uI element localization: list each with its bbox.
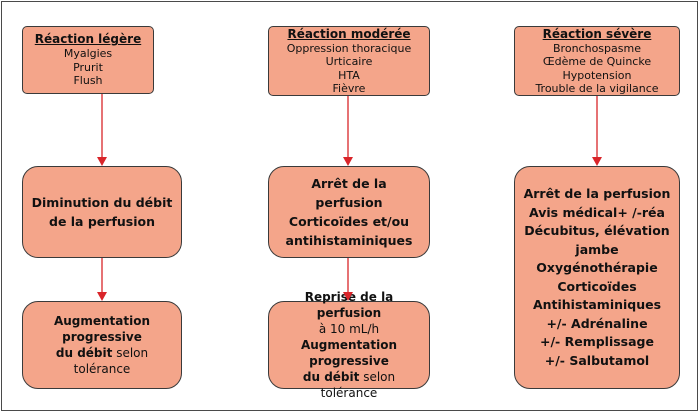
box-augmentation-progressive-1: Augmentation progressive du débit selon … (22, 301, 182, 389)
box-reaction-severe: Réaction sévère Bronchospasme Œdème de Q… (514, 26, 680, 96)
symptom-item: Trouble de la vigilance (535, 82, 659, 95)
box-reaction-moderee: Réaction modérée Oppression thoracique U… (268, 26, 430, 96)
symptom-item: Flush (73, 74, 103, 88)
symptom-item: Myalgies (63, 47, 113, 61)
symptom-item: Bronchospasme (553, 41, 641, 55)
box-reprise-perfusion: Reprise de la perfusion à 10 mL/h Augmen… (268, 290, 430, 400)
box-diminution-debit: Diminution du débit de la perfusion (22, 166, 182, 258)
arrow-legere-mid-to-bottom (97, 258, 107, 301)
action-line: Arrêt de la perfusion (311, 176, 387, 210)
box-arret-perfusion-severe: Arrêt de la perfusion Avis médical+ /-ré… (514, 166, 680, 389)
action-line: Décubitus, élévation (524, 223, 670, 238)
action-line: du débit selon tolérance (55, 346, 149, 376)
arrow-severe-to-mid (592, 96, 602, 166)
action-line: +/- Remplissage (540, 334, 654, 349)
action-line: Avis médical+ /-réa (529, 204, 665, 220)
action-line: du débit selon tolérance (302, 370, 396, 400)
action-line: Corticoïdes et/ou (288, 214, 410, 229)
title-reaction-severe: Réaction sévère (542, 26, 652, 41)
title-reaction-moderee: Réaction modérée (287, 26, 411, 41)
symptom-item: Oppression thoracique (286, 41, 412, 55)
symptom-item: HTA (338, 68, 360, 82)
action-line: +/- Adrénaline (546, 315, 648, 331)
symptom-item: Prurit (73, 60, 103, 74)
title-reaction-legere: Réaction légère (34, 32, 142, 47)
box-reaction-legere: Réaction légère Myalgies Prurit Flush (22, 26, 154, 94)
arrow-moderee-mid-to-bottom (343, 258, 353, 301)
box-arret-perfusion-moderee: Arrêt de la perfusion Corticoïdes et/ou … (268, 166, 430, 258)
symptom-item: Urticaire (325, 55, 373, 68)
action-line: Antihistaminiques (532, 297, 662, 312)
action-line: de la perfusion (49, 214, 155, 229)
symptom-item: Œdème de Quincke (542, 55, 652, 68)
action-line: antihistaminiques (285, 233, 413, 248)
action-line: Augmentation progressive (300, 338, 398, 368)
symptom-item: Hypotension (562, 68, 632, 82)
arrow-moderee-to-mid (343, 96, 353, 166)
symptom-item: Fièvre (332, 82, 366, 95)
action-line: +/- Salbutamol (544, 352, 650, 368)
action-line: à 10 mL/h (318, 322, 380, 336)
action-line: Oxygénothérapie (536, 260, 658, 275)
action-line: Augmentation progressive (53, 314, 151, 344)
action-line: Diminution du débit (31, 195, 173, 210)
action-line: jambe (575, 241, 619, 257)
action-line: Arrêt de la perfusion (523, 186, 671, 201)
action-line: Corticoïdes (557, 278, 637, 294)
arrow-legere-to-mid (97, 94, 107, 166)
